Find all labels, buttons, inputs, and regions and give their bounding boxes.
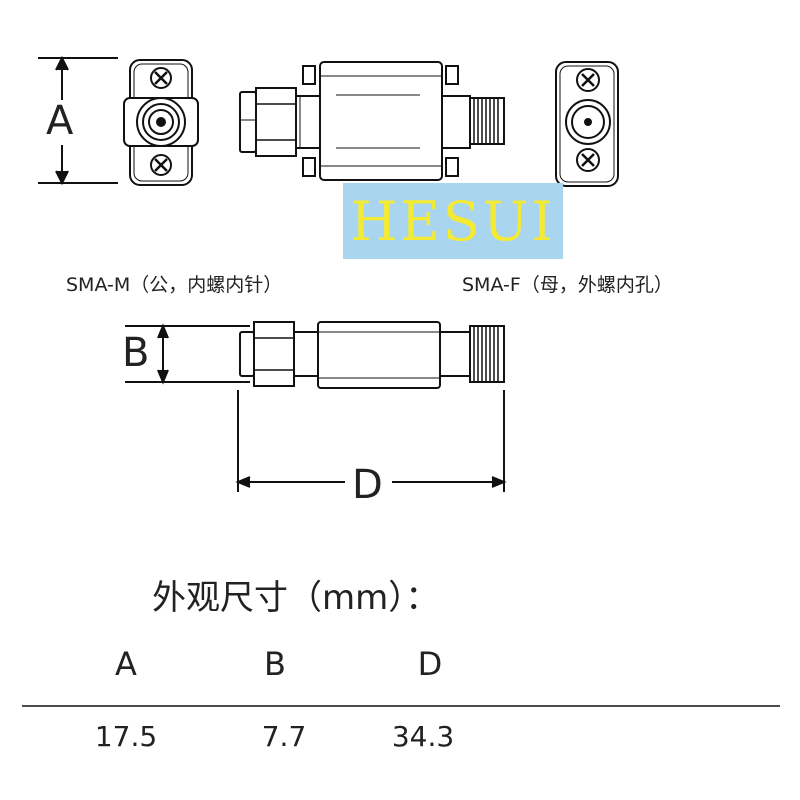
dimension-a-lines (38, 55, 118, 186)
bottom-side-view (239, 321, 505, 389)
dimension-b-label: B (122, 330, 150, 376)
value-b: 7.7 (261, 720, 307, 753)
dimension-d-label: D (352, 462, 383, 508)
header-d: D (417, 645, 443, 683)
top-side-view (239, 61, 505, 181)
hesui-watermark: HESUI (343, 183, 563, 259)
value-a: 17.5 (94, 720, 158, 753)
dimension-d-lines (235, 390, 507, 492)
dimension-a-label: A (46, 98, 74, 144)
value-d: 34.3 (391, 720, 455, 753)
header-a: A (115, 645, 137, 683)
sma-f-end-view (555, 61, 619, 187)
dimensions-title: 外观尺寸（mm）： (152, 578, 440, 618)
sma-m-label: SMA-M（公，内螺内针） (66, 274, 283, 296)
dimension-b-lines (125, 323, 250, 385)
sma-m-end-view (123, 59, 199, 186)
sma-f-label: SMA-F（母，外螺内孔） (462, 274, 673, 296)
header-b: B (264, 645, 286, 683)
